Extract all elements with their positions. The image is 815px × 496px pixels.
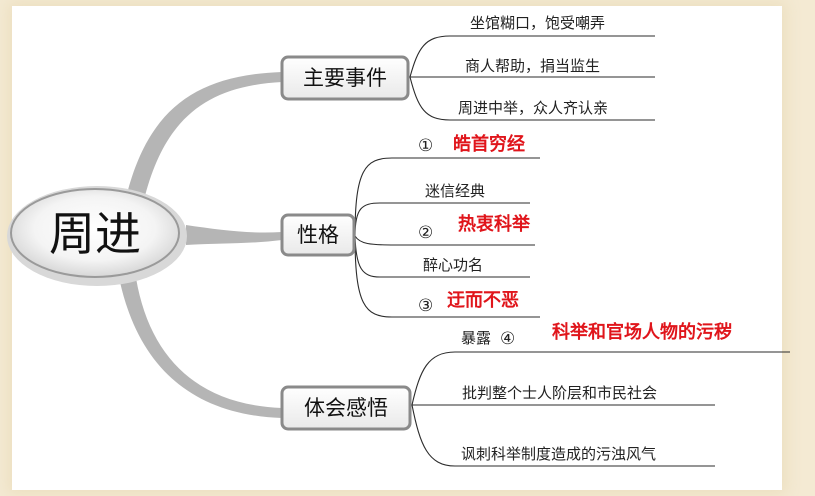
central-connectors [120, 72, 282, 418]
leaf-text: 批判整个士人阶层和市民社会 [462, 384, 657, 402]
branch-label-main-events: 主要事件 [303, 66, 387, 90]
connector-main-events [128, 72, 282, 196]
central-node: 周进 [7, 186, 187, 286]
reflection-lines [411, 351, 790, 467]
answer-number: ④ [500, 329, 515, 349]
branch-reflection: 体会感悟 暴露 ④ 科举和官场人物的污秽 批判整个士人阶层和市民社会 讽刺科举制… [280, 321, 790, 467]
answer-text: 皓首穷经 [453, 133, 525, 155]
branch-character: 性格 ① 皓首穷经 迷信经典 ② 热衷科举 醉心功名 ③ 迂而不恶 [280, 133, 540, 318]
central-label: 周进 [49, 207, 141, 261]
answer-number: ② [418, 223, 433, 243]
connector-character [186, 225, 282, 245]
leaf-text: 商人帮助，捐当监生 [465, 57, 600, 75]
answer-text: 迂而不恶 [447, 290, 519, 311]
branch-main-events: 主要事件 坐馆糊口，饱受嘲弄 商人帮助，捐当监生 周进中举，众人齐认亲 [280, 14, 655, 121]
leaf-text: 暴露 [461, 329, 491, 347]
leaf-text: 迷信经典 [425, 182, 485, 200]
leaf-text: 醉心功名 [423, 256, 483, 274]
answer-text: 热衷科举 [458, 213, 531, 235]
leaf-text: 讽刺科举制度造成的污浊风气 [461, 445, 656, 463]
branch-label-reflection: 体会感悟 [304, 396, 388, 420]
branch-box-reflection: 体会感悟 [280, 385, 412, 431]
leaf-text: 周进中举，众人齐认亲 [458, 99, 608, 117]
answer-text: 科举和官场人物的污秽 [552, 321, 732, 343]
branch-box-main-events: 主要事件 [280, 55, 410, 101]
main-events-lines [409, 35, 655, 121]
connector-reflection [120, 278, 282, 418]
answer-number: ③ [418, 296, 433, 316]
branch-label-character: 性格 [297, 223, 339, 247]
answer-number: ① [418, 136, 433, 156]
branch-box-character: 性格 [280, 213, 356, 257]
leaf-text: 坐馆糊口，饱受嘲弄 [470, 14, 605, 32]
